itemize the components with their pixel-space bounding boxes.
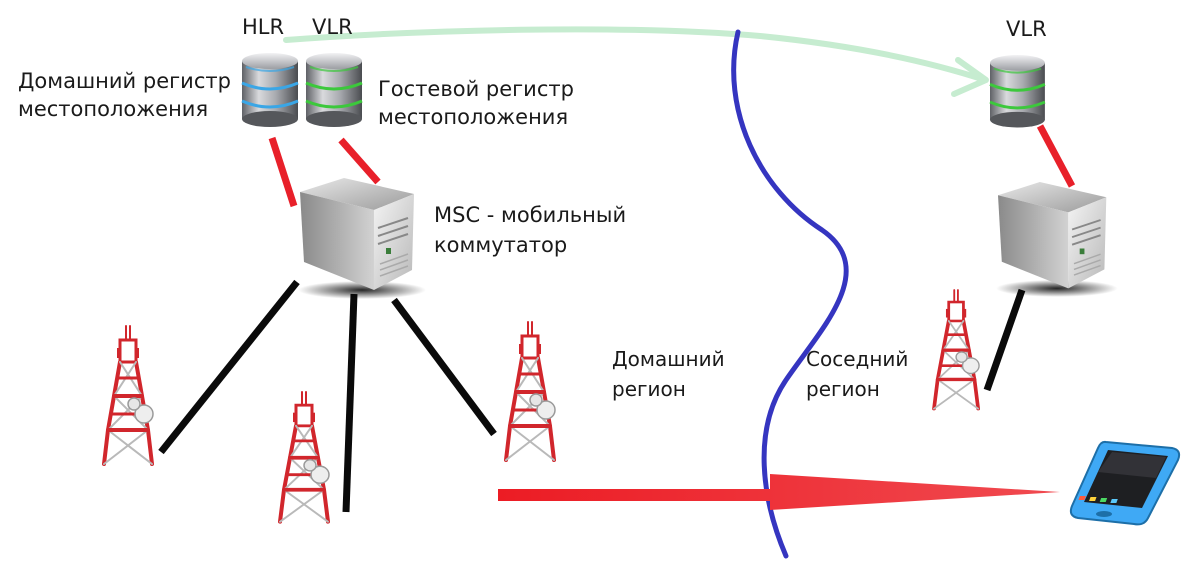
vlr-description-line1: Гостевой регистр — [378, 77, 574, 101]
vlr-home-database-icon — [305, 53, 363, 127]
msc-description-line2: коммутатор — [434, 233, 568, 257]
vlr-description-line2: местоположения — [378, 105, 569, 129]
hlr-description-line2: местоположения — [18, 97, 209, 121]
msc-bts-link-2 — [342, 293, 358, 513]
arrow-icon — [951, 57, 989, 97]
msc-bts-link-1 — [158, 279, 300, 455]
vlr-home-label: VLR — [312, 15, 353, 39]
region-boundary — [731, 29, 849, 559]
vlr-neighbor-database-icon — [989, 55, 1046, 128]
msc-bts-link-3 — [391, 297, 497, 437]
cell-tower-icon — [102, 324, 155, 466]
register-links — [268, 124, 1076, 208]
cell-tower-icon — [932, 288, 981, 411]
cell-tower-icon — [278, 390, 331, 524]
msc-description-line1: MSC - мобильный — [434, 203, 627, 227]
msc-server-icon — [297, 177, 427, 300]
home-region-label-line1: Домашний — [612, 347, 725, 371]
bts-links — [158, 279, 1026, 513]
hlr-database-icon — [241, 53, 299, 127]
handover-movement-arrow — [498, 474, 1060, 510]
home-region-label-line2: регион — [612, 377, 686, 401]
neighbor-region-label-line2: регион — [806, 377, 880, 401]
msc-bts-link-neighbor — [983, 288, 1026, 392]
vlr-neighbor-label: VLR — [1006, 17, 1047, 41]
hlr-label: HLR — [242, 15, 285, 39]
location-update-arrow — [283, 26, 989, 97]
smartphone-icon — [1069, 440, 1181, 526]
hlr-msc-link — [268, 136, 298, 208]
neighbor-msc-server-icon — [995, 181, 1119, 298]
vlr-neighbor-msc-link — [1036, 124, 1076, 188]
cell-tower-icon — [504, 320, 557, 462]
vlr-msc-link — [338, 137, 381, 185]
hlr-description-line1: Домашний регистр — [18, 69, 231, 93]
neighbor-region-label-line1: Соседний — [806, 347, 909, 371]
